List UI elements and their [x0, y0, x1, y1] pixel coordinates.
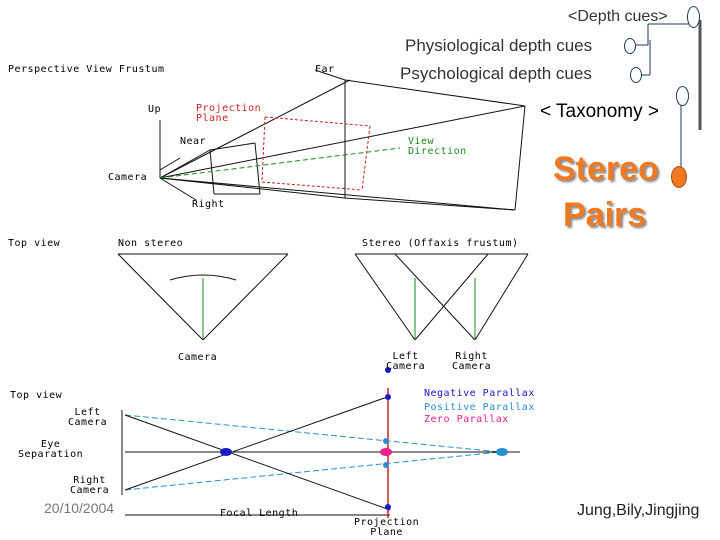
frustum-view-direction-label-line2: Direction: [408, 146, 467, 157]
stereo-right-camera-label-line1: Right: [455, 351, 488, 362]
non-stereo-frustum-lines: [117, 253, 289, 341]
parallax-left-camera-label-line2: Camera: [68, 417, 108, 428]
frustum-up-label: Up: [148, 104, 162, 115]
parallax-left-camera-label: Left Camera: [68, 408, 107, 428]
frustum-view-direction-label-line1: View: [408, 136, 435, 147]
non-stereo-camera-label: Camera: [178, 352, 218, 363]
frustum-heading: Perspective View Frustum: [8, 64, 165, 75]
frustum-right-label: Right: [192, 199, 225, 210]
frustum-camera-label: Camera: [108, 172, 148, 183]
parallax-eye-separation-label-line2: Separation: [18, 449, 84, 460]
frustum-far-leader: [314, 69, 346, 81]
parallax-right-camera-label-line1: Right: [73, 475, 106, 486]
stereo-view-lines: [414, 278, 476, 340]
parallax-projection-plane-label-line1: Projection: [354, 517, 420, 528]
stereo-heading: Stereo (Offaxis frustum): [362, 238, 519, 249]
stereo-left-camera-label: Left Camera: [386, 352, 425, 372]
parallax-eye-separation-label-line1: Eye: [40, 439, 61, 450]
parallax-projection-plane-label-line2: Plane: [370, 527, 403, 538]
frustum-projection-plane-label-line1: Projection: [196, 103, 262, 114]
parallax-lines: [121, 395, 520, 516]
parallax-right-camera-label-line2: Camera: [70, 485, 110, 496]
nav-node-current[interactable]: [671, 166, 687, 188]
nav-node-depth-cues[interactable]: [687, 6, 700, 28]
non-stereo-heading: Non stereo: [118, 238, 184, 249]
legend-zero-parallax: Zero Parallax: [424, 414, 509, 425]
parallax-left-camera-label-line1: Left: [74, 407, 101, 418]
stereo-left-camera-label-line2: Camera: [386, 361, 426, 372]
stereo-right-camera-label: Right Camera: [452, 352, 491, 372]
legend-positive-parallax: Positive Parallax: [424, 402, 535, 413]
frustum-near-label: Near: [180, 136, 207, 147]
footer-authors: Jung,Bily,Jingjing: [577, 502, 700, 519]
top-view-heading: Top view: [8, 238, 61, 249]
stereo-left-camera-label-line1: Left: [392, 351, 419, 362]
frustum-projection-plane-label: Projection Plane: [196, 104, 261, 124]
parallax-heading: Top view: [10, 390, 63, 401]
parallax-markers: [220, 367, 508, 510]
nav-node-taxonomy[interactable]: [676, 86, 689, 106]
legend-negative-parallax: Negative Parallax: [424, 388, 535, 399]
nav-taxonomy-link[interactable]: < Taxonomy >: [540, 101, 660, 122]
parallax-right-camera-label: Right Camera: [70, 476, 109, 496]
nav-depth-cues-link[interactable]: <Depth cues>: [568, 8, 668, 25]
nav-psychological-link[interactable]: Psychological depth cues: [400, 64, 592, 83]
frustum-view-direction-label: View Direction: [408, 137, 467, 157]
stereo-frustum-lines: [354, 253, 529, 341]
slide-title-line2: Pairs: [563, 196, 647, 234]
parallax-projection-plane-label: Projection Plane: [354, 518, 419, 538]
stereo-right-camera-label-line2: Camera: [452, 361, 492, 372]
nav-physiological-link[interactable]: Physiological depth cues: [405, 36, 593, 55]
projection-plane-lines: [261, 116, 371, 191]
parallax-eye-separation-label: Eye Separation: [18, 440, 83, 460]
perspective-frustum-lines: [159, 79, 526, 211]
frustum-far-label: Far: [315, 64, 335, 75]
nav-node-psychological[interactable]: [630, 67, 642, 83]
view-direction-line: [159, 147, 401, 179]
frustum-projection-plane-label-line2: Plane: [196, 113, 229, 124]
parallax-focal-length-label: Focal Length: [220, 508, 299, 519]
footer-date: 20/10/2004: [44, 500, 115, 516]
slide-title-line1: Stereo: [553, 150, 659, 188]
nav-node-physiological[interactable]: [624, 38, 636, 54]
